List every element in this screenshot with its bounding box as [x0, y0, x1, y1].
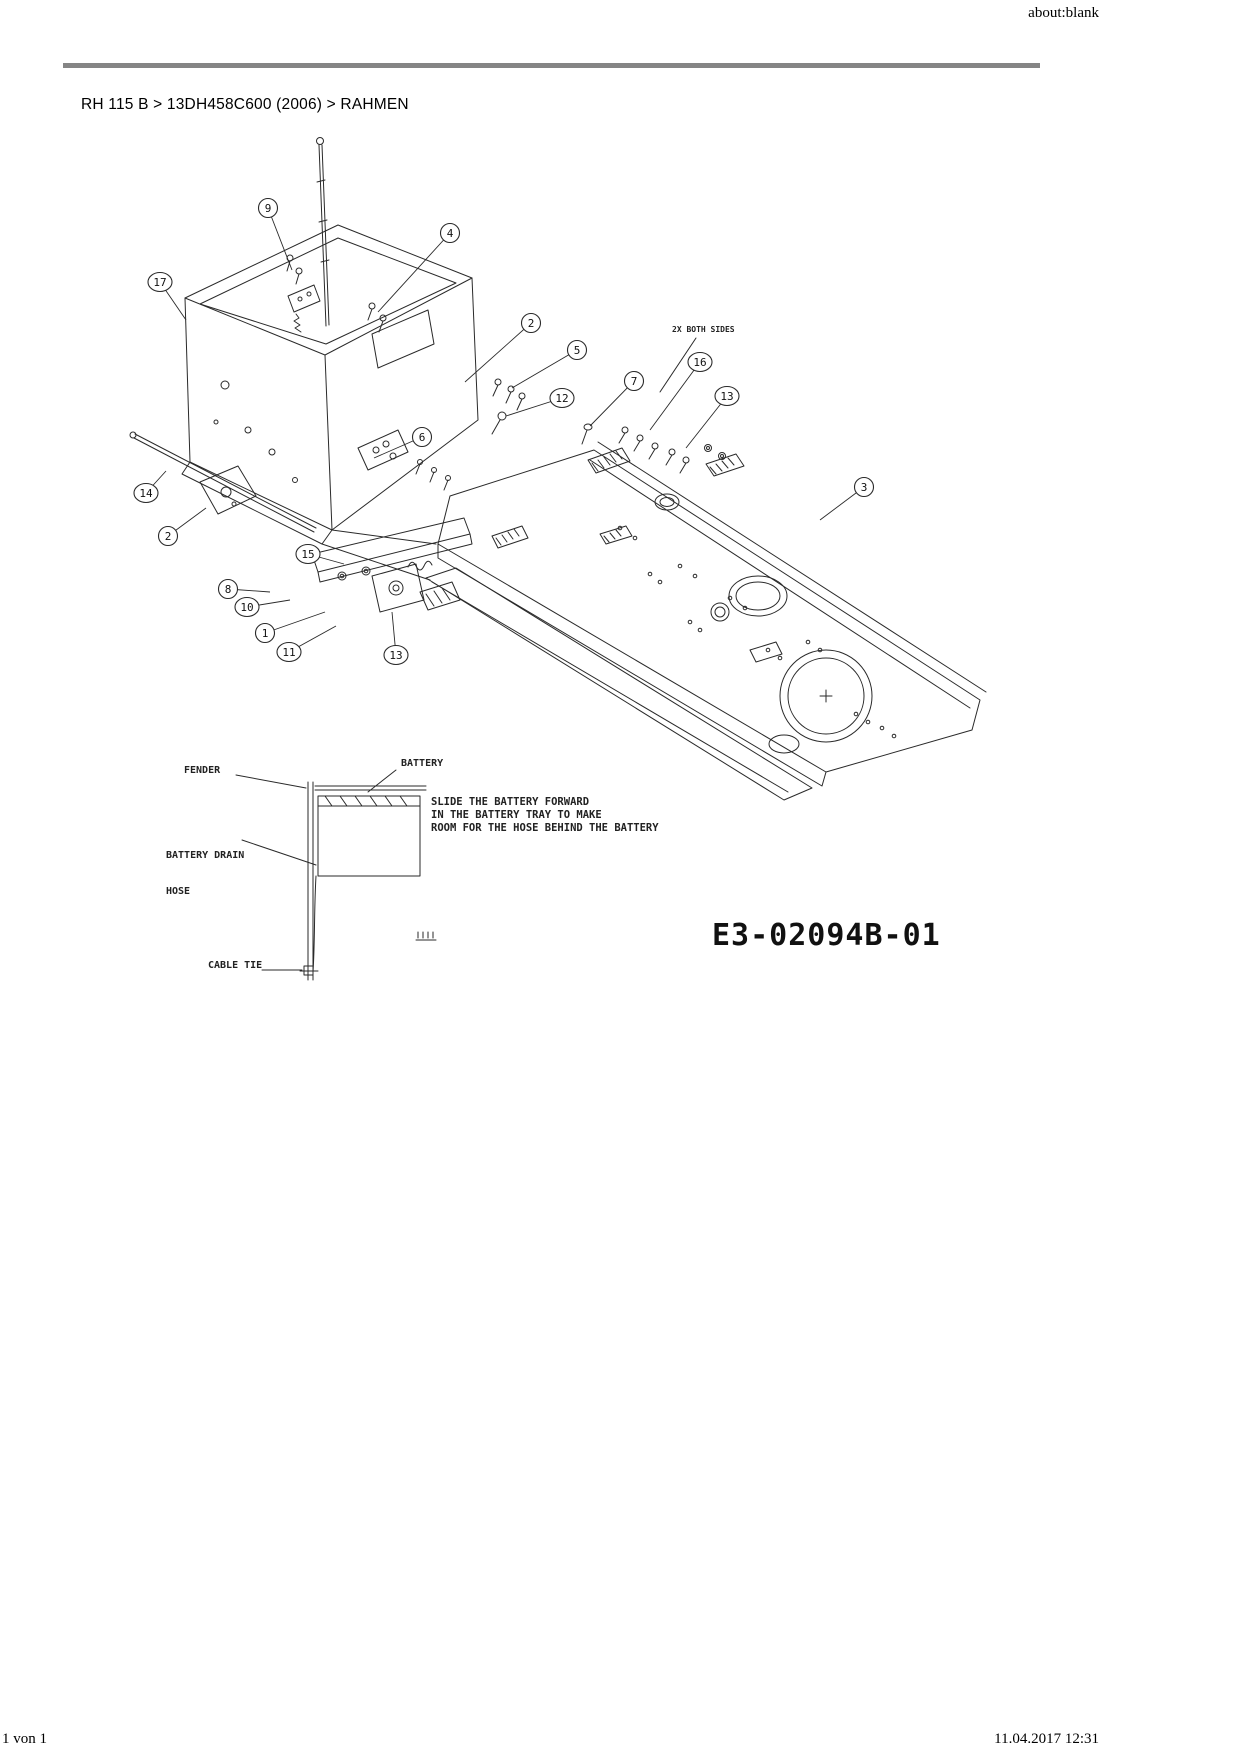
- callout-marker-2: 2: [520, 312, 542, 334]
- side-rail: [311, 517, 473, 613]
- inset-label-cable-tie: CABLE TIE: [208, 960, 263, 971]
- callout-marker-8: 8: [217, 578, 239, 600]
- callout-marker-5: 5: [566, 339, 588, 361]
- svg-text:12: 12: [555, 392, 568, 405]
- svg-text:4: 4: [447, 227, 454, 240]
- callout-marker-1: 1: [254, 622, 276, 644]
- svg-text:2: 2: [165, 530, 172, 543]
- link-rod: [129, 431, 317, 533]
- svg-text:17: 17: [153, 276, 166, 289]
- svg-text:6: 6: [419, 431, 426, 444]
- inset-label-fender: FENDER: [184, 765, 221, 776]
- callout-marker-15: 15: [295, 543, 321, 565]
- breadcrumb: RH 115 B > 13DH458C600 (2006) > RAHMEN: [81, 96, 409, 113]
- svg-text:14: 14: [139, 487, 153, 500]
- callout-marker-16: 16: [687, 351, 713, 373]
- both-sides-leader: [659, 337, 697, 393]
- svg-text:3: 3: [861, 481, 868, 494]
- callout-marker-13: 13: [714, 385, 740, 407]
- label-line: HOSE: [166, 886, 191, 897]
- fastener-screws: [286, 254, 726, 474]
- svg-text:10: 10: [240, 601, 253, 614]
- callout-marker-3: 3: [853, 476, 875, 498]
- svg-text:15: 15: [301, 548, 314, 561]
- page-header-url: about:blank: [1028, 5, 1099, 21]
- battery-inset: [235, 769, 437, 981]
- svg-text:1: 1: [262, 627, 269, 640]
- page-footer-pagecount: 1 von 1: [2, 1731, 47, 1747]
- svg-text:16: 16: [693, 356, 706, 369]
- mount-bracket: [357, 429, 451, 491]
- both-sides-note: 2X BOTH SIDES: [672, 325, 735, 334]
- frame-tower: [181, 224, 479, 545]
- inset-label-battery: BATTERY: [401, 758, 444, 769]
- svg-text:11: 11: [282, 646, 295, 659]
- note-line: SLIDE THE BATTERY FORWARD: [431, 796, 590, 808]
- callout-marker-9: 9: [257, 197, 279, 219]
- diagram-code: E3-02094B-01: [712, 918, 941, 953]
- frame-deck: [425, 441, 987, 801]
- page-footer-datetime: 11.04.2017 12:31: [994, 1731, 1099, 1747]
- inset-label-battery-drain-hose: BATTERY DRAIN HOSE: [166, 826, 244, 922]
- inset-instruction-note: SLIDE THE BATTERY FORWARD IN THE BATTERY…: [431, 796, 659, 835]
- callout-marker-4: 4: [439, 222, 461, 244]
- note-line: ROOM FOR THE HOSE BEHIND THE BATTERY: [431, 822, 659, 834]
- svg-text:13: 13: [720, 390, 733, 403]
- steering-shaft: [287, 137, 330, 333]
- callout-marker-11: 11: [276, 641, 302, 663]
- callout-marker-14: 14: [133, 482, 159, 504]
- svg-text:13: 13: [389, 649, 402, 662]
- svg-text:7: 7: [631, 375, 638, 388]
- callout-marker-6: 6: [411, 426, 433, 448]
- callout-marker-13: 13: [383, 644, 409, 666]
- svg-text:2: 2: [528, 317, 535, 330]
- label-line: BATTERY DRAIN: [166, 850, 245, 861]
- callout-marker-10: 10: [234, 596, 260, 618]
- grip-pads: [491, 447, 745, 549]
- callout-marker-12: 12: [549, 387, 575, 409]
- svg-text:5: 5: [574, 344, 581, 357]
- callout-marker-2: 2: [157, 525, 179, 547]
- callout-marker-17: 17: [147, 271, 173, 293]
- pivot-bracket: [199, 465, 257, 515]
- svg-text:9: 9: [265, 202, 272, 215]
- header-divider: [63, 63, 1040, 68]
- callout-marker-7: 7: [623, 370, 645, 392]
- svg-text:8: 8: [225, 583, 232, 596]
- note-line: IN THE BATTERY TRAY TO MAKE: [431, 809, 602, 821]
